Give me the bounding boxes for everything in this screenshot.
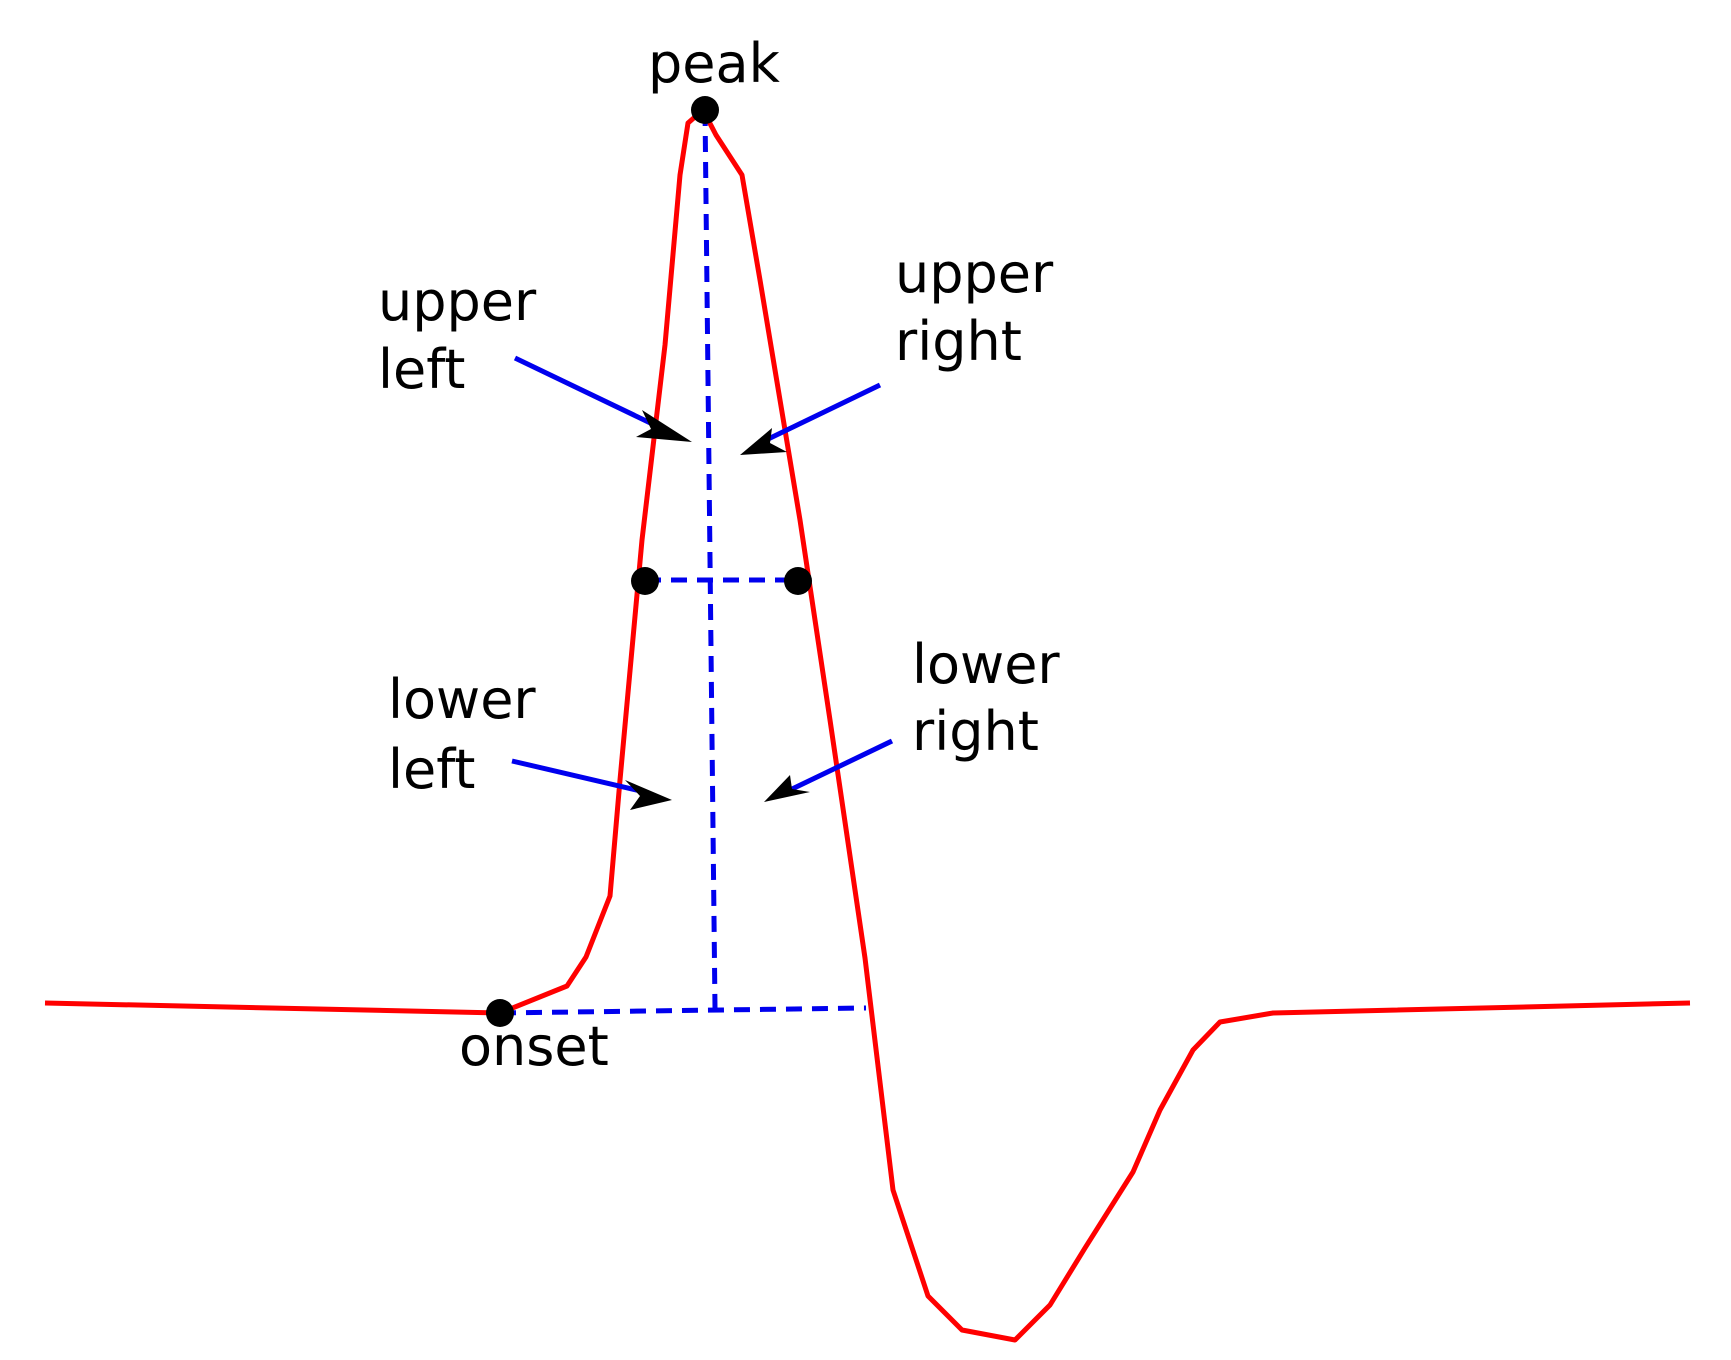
peak-point [691, 96, 719, 124]
peak-label: peak [648, 32, 781, 95]
vertical-guide [702, 109, 718, 1009]
onset-point [486, 999, 514, 1027]
lower-left-label-line1: lower [388, 668, 536, 731]
baseline-guide [499, 1005, 867, 1016]
lower-right-arrow [788, 738, 894, 793]
lower-right-label-line2: right [912, 700, 1039, 763]
onset-label: onset [459, 1015, 609, 1078]
lower-right-arrowhead [764, 775, 810, 802]
mid-left-point [631, 567, 659, 595]
upper-left-label-line2: left [378, 338, 465, 401]
upper-right-label-line2: right [895, 310, 1022, 373]
upper-left-arrow [513, 355, 667, 433]
lower-left-arrow [511, 758, 646, 795]
upper-right-label-line1: upper [895, 242, 1054, 305]
lower-left-label-line2: left [388, 738, 475, 801]
upper-left-label-line1: upper [378, 270, 537, 333]
lower-right-label-line1: lower [912, 633, 1060, 696]
mid-right-point [784, 567, 812, 595]
waveform-curve [44, 107, 1691, 1343]
lower-left-arrowhead [625, 780, 672, 810]
upper-right-arrow [758, 382, 882, 446]
upper-right-arrowhead [740, 428, 787, 455]
upper-left-arrowhead [636, 410, 692, 442]
